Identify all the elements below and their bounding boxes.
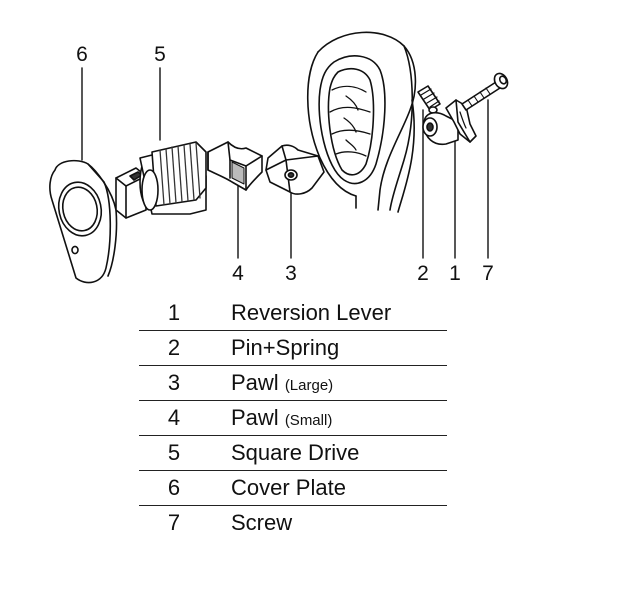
callout-cover-plate: 6 xyxy=(76,43,88,66)
table-row: 6 Cover Plate xyxy=(139,470,447,506)
callout-pawl-large: 3 xyxy=(285,262,297,285)
part-name-cell: Pawl (Large) xyxy=(209,365,447,401)
table-row: 3 Pawl (Large) xyxy=(139,365,447,401)
part-number: 2 xyxy=(139,330,209,366)
table-row: 1 Reversion Lever xyxy=(139,296,447,331)
callout-screw: 7 xyxy=(482,262,494,285)
part-name-cell: Reversion Lever xyxy=(209,296,447,331)
part-name: Pawl xyxy=(231,405,279,430)
part-name: Cover Plate xyxy=(231,475,346,500)
part-name: Square Drive xyxy=(231,440,360,465)
pawl-small-drawing xyxy=(207,141,263,191)
table-row: 7 Screw xyxy=(139,506,447,541)
part-number: 1 xyxy=(139,296,209,331)
part-name: Screw xyxy=(231,510,293,535)
part-number: 4 xyxy=(139,400,209,436)
cover-plate-drawing xyxy=(49,159,118,284)
pawl-large-drawing xyxy=(265,144,325,195)
part-name-cell: Square Drive xyxy=(209,435,447,471)
part-name: Pin+Spring xyxy=(231,335,340,360)
callout-reversion-lever: 1 xyxy=(449,262,461,285)
part-number: 3 xyxy=(139,365,209,401)
part-name-cell: Pin+Spring xyxy=(209,330,447,366)
screw-drawing xyxy=(461,72,509,111)
table-row: 5 Square Drive xyxy=(139,435,447,471)
parts-table: 1 Reversion Lever 2 Pin+Spring 3 Pawl (L… xyxy=(139,296,447,540)
part-number: 5 xyxy=(139,435,209,471)
part-name: Reversion Lever xyxy=(231,300,392,325)
reversion-lever-drawing xyxy=(422,99,477,146)
callout-pin-spring: 2 xyxy=(417,262,429,285)
part-note: (Large) xyxy=(284,377,334,394)
part-name-cell: Screw xyxy=(209,506,447,541)
leader-lines xyxy=(81,67,489,259)
part-name-cell: Cover Plate xyxy=(209,470,447,506)
callout-square-drive: 5 xyxy=(154,43,166,66)
square-drive-drawing xyxy=(115,141,207,219)
pin-spring-drawing xyxy=(417,85,441,114)
ratchet-head-drawing xyxy=(306,31,417,213)
part-number: 7 xyxy=(167,510,181,535)
table-row: 4 Pawl (Small) xyxy=(139,400,447,436)
part-name-cell: Pawl (Small) xyxy=(209,400,447,436)
part-note: (Small) xyxy=(284,412,333,429)
part-number: 6 xyxy=(139,470,209,506)
callout-pawl-small: 4 xyxy=(232,262,244,285)
part-name: Pawl xyxy=(231,370,279,395)
table-row: 2 Pin+Spring xyxy=(139,330,447,366)
